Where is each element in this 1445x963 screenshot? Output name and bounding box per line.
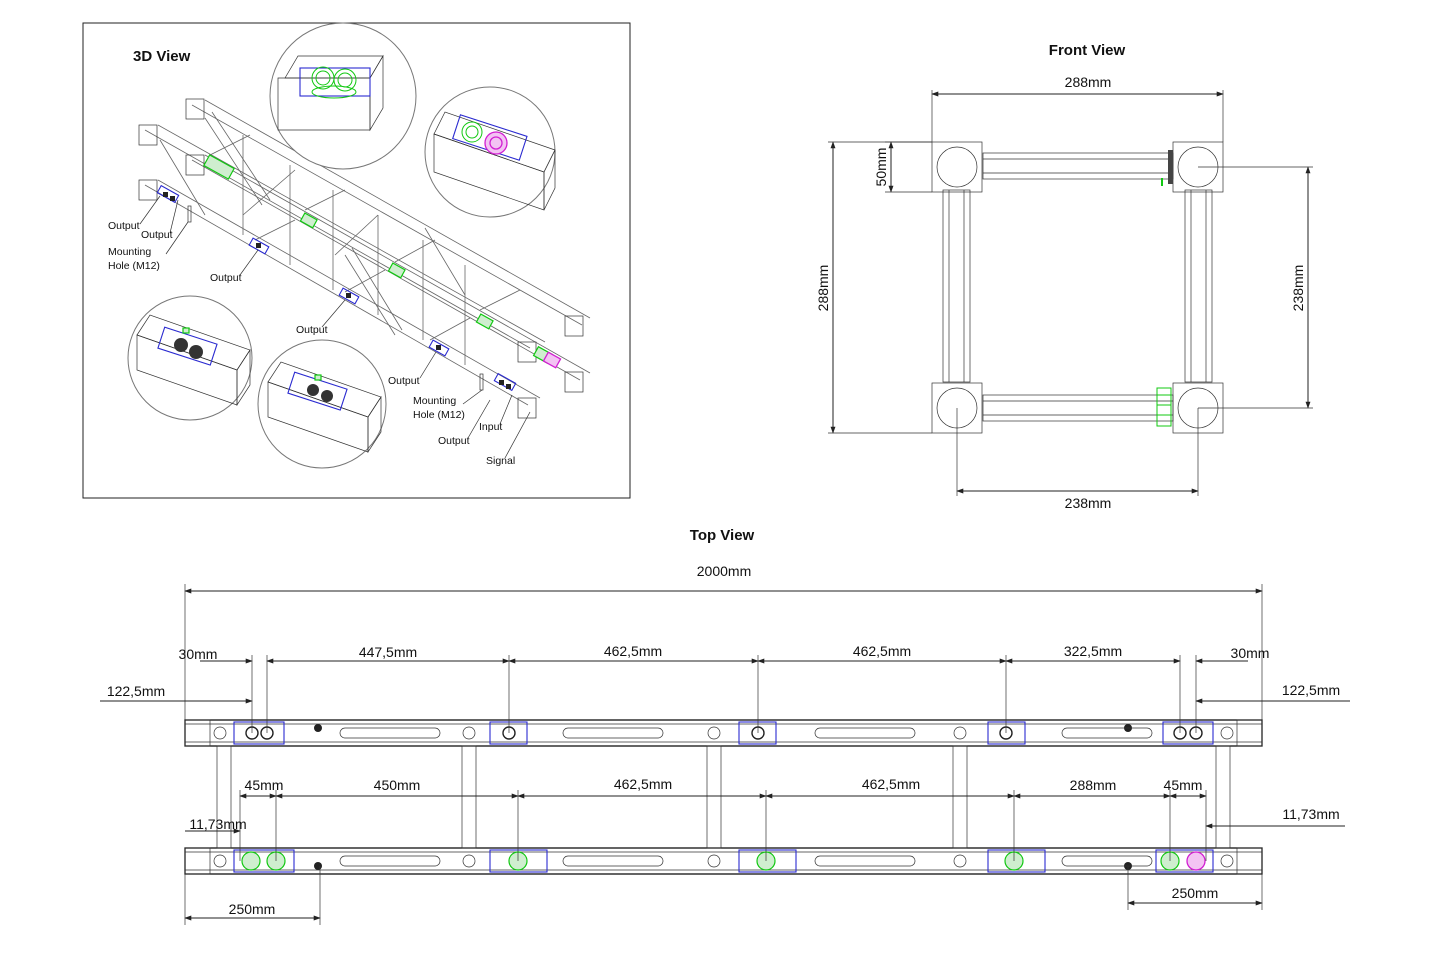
dim-lower-end-left: 45mm — [245, 777, 284, 793]
leader-lines — [139, 195, 531, 459]
detail-circle-top — [269, 22, 417, 170]
dim-lower-bottom-left: 250mm — [229, 901, 276, 917]
truss-3d — [138, 98, 591, 419]
label-output-5: Output — [388, 375, 420, 387]
dim-lower-seg1: 450mm — [374, 777, 421, 793]
lower-dims — [184, 790, 1345, 925]
dim-lower-seg3: 462,5mm — [862, 776, 920, 792]
label-mounting-left-2: Hole (M12) — [108, 260, 160, 272]
upper-dims — [100, 655, 1350, 733]
dim-top-total: 2000mm — [697, 563, 751, 579]
front-view: Front View 288mm — [815, 42, 1313, 511]
title-top-view: Top View — [690, 527, 755, 544]
label-mounting-right-2: Hole (M12) — [413, 409, 465, 421]
lower-chord — [184, 847, 1263, 875]
dim-upper-seg2: 462,5mm — [604, 643, 662, 659]
dim-front-inner-width: 238mm — [1065, 495, 1112, 511]
label-input: Input — [479, 421, 502, 433]
dim-upper-seg3: 462,5mm — [853, 643, 911, 659]
dim-lower-offset-left: 11,73mm — [189, 816, 246, 832]
label-mounting-left-1: Mounting — [108, 246, 151, 258]
dim-upper-offset-right: 122,5mm — [1282, 682, 1340, 698]
dim-upper-end-left: 30mm — [179, 646, 218, 662]
dim-front-tube: 50mm — [873, 148, 889, 187]
dim-lower-seg2: 462,5mm — [614, 776, 672, 792]
label-output-3: Output — [210, 272, 242, 284]
detail-circle-right — [424, 86, 556, 218]
dim-upper-end-right: 30mm — [1231, 645, 1270, 661]
label-signal: Signal — [486, 455, 515, 467]
dim-upper-seg1: 447,5mm — [359, 644, 417, 660]
label-output-2: Output — [141, 229, 173, 241]
label-output-6: Output — [438, 435, 470, 447]
dim-front-width: 288mm — [1065, 74, 1112, 90]
dim-lower-seg4: 288mm — [1070, 777, 1117, 793]
panel-3d-view: 3D View — [82, 22, 631, 499]
detail-circle-bottom — [257, 339, 387, 469]
dim-upper-offset-left: 122,5mm — [107, 683, 165, 699]
dim-lower-bottom-right: 250mm — [1172, 885, 1219, 901]
dim-front-height: 288mm — [815, 265, 831, 312]
label-mounting-right-1: Mounting — [413, 395, 456, 407]
top-view: Top View 2000mm — [100, 527, 1350, 925]
upper-chord — [184, 719, 1263, 747]
detail-circle-left — [127, 295, 253, 421]
title-front-view: Front View — [1049, 42, 1126, 59]
label-output-1: Output — [108, 220, 140, 232]
dim-upper-seg4: 322,5mm — [1064, 643, 1122, 659]
cross-members — [216, 745, 1231, 849]
dim-front-inner-height: 238mm — [1290, 265, 1306, 312]
dim-lower-end-right: 45mm — [1164, 777, 1203, 793]
title-3d-view: 3D View — [133, 48, 191, 65]
dim-lower-offset-right: 11,73mm — [1282, 806, 1339, 822]
label-output-4: Output — [296, 324, 328, 336]
